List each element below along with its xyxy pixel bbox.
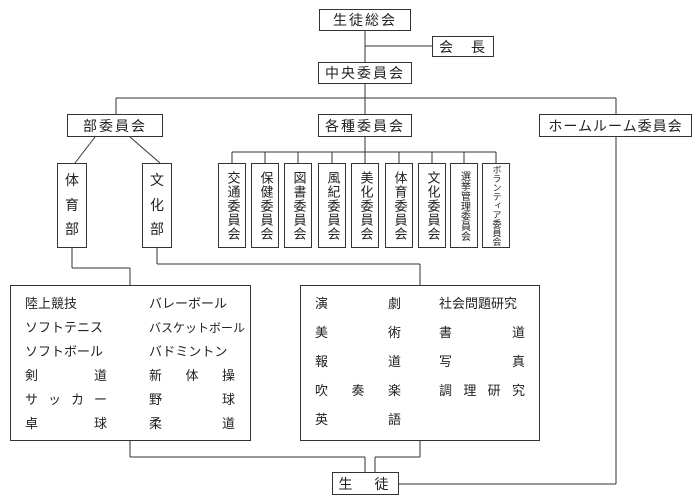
athletic-dept-char: 体 [65,173,79,190]
general-assembly-box: 生徒総会 [319,9,411,31]
cultural-club-char: 真 [511,355,525,370]
cultural-clubs-box: 演劇 美術 報道 吹奏楽 英語 社会問題研究 書道 写真 調理研究 [300,285,540,441]
committee-box-library: 図書委員会 [284,163,312,248]
committee-box-discipline: 風紀委員会 [318,163,346,248]
president-label: 会 長 [439,39,487,56]
cultural-club-char: 奏 [351,384,365,399]
cultural-club-char: 報 [315,355,329,370]
cultural-club-item: 書道 [439,327,525,340]
cultural-dept-char: 文 [150,173,164,190]
athletic-club-char: 卓 [25,417,39,432]
students-box: 生 徒 [332,472,399,495]
athletic-club-item: 新体操 [149,370,235,383]
cultural-club-char: 美 [315,326,329,341]
athletic-club-item: 卓球 [25,418,107,431]
cultural-club-char: 語 [387,413,401,428]
athletic-club-char: カ [70,393,84,408]
athletic-club-item: ソフトボール [25,345,104,360]
dept-committee-label: 部委員会 [83,118,147,135]
athletic-dept-char: 育 [65,197,79,214]
committee-box-health: 保健委員会 [251,163,279,248]
committee-label: 図書委員会 [290,170,306,241]
athletic-club-item: 剣道 [25,370,107,383]
general-assembly-label: 生徒総会 [333,13,397,29]
committee-box-pe: 体育委員会 [385,163,413,248]
committee-label: 文化委員会 [424,170,440,241]
cultural-club-char: 英 [315,413,329,428]
athletic-club-char: 操 [221,369,235,384]
athletic-club-item: バレーボール [149,297,228,312]
committee-label: 保健委員会 [257,170,273,241]
athletic-club-item: 柔道 [149,418,235,431]
committee-label: 体育委員会 [391,170,407,241]
cultural-club-item: 調理研究 [439,385,525,398]
athletic-club-item: バスケットボール [149,321,246,335]
cultural-club-item: 美術 [315,327,401,340]
athletic-club-char: サ [25,393,39,408]
cultural-club-char: 楽 [387,384,401,399]
committee-box-election: 選挙管理委員会 [450,163,478,248]
committee-label: 風紀委員会 [324,170,340,241]
cultural-club-item: 写真 [439,356,525,369]
committee-box-beautification: 美化委員会 [351,163,379,248]
athletic-club-char: ー [93,393,107,408]
committee-box-traffic: 交通委員会 [218,163,246,248]
cultural-club-item: 社会問題研究 [439,297,518,312]
athletic-club-item: ソフトテニス [25,321,104,336]
cultural-dept-box: 文 化 部 [142,163,172,248]
athletic-club-item: バドミントン [149,345,228,360]
athletic-club-item: サッカー [25,394,107,407]
cultural-club-char: 調 [439,384,453,399]
athletic-club-char: 体 [185,369,199,384]
athletic-club-char: 柔 [149,417,163,432]
cultural-dept-char: 化 [150,197,164,214]
central-committee-box: 中央委員会 [318,62,412,84]
cultural-club-char: 研 [487,384,501,399]
cultural-club-char: 理 [463,384,477,399]
athletic-clubs-box: 陸上競技 ソフトテニス ソフトボール 剣道 サッカー 卓球 バレーボール バスケ… [10,285,251,441]
cultural-club-char: 写 [439,355,453,370]
athletic-club-char: 球 [93,417,107,432]
athletic-club-char: 球 [221,393,235,408]
committee-label: ボランティア委員会 [490,165,501,246]
cultural-club-char: 術 [387,326,401,341]
various-committees-box: 各種委員会 [318,114,412,137]
athletic-dept-char: 部 [65,221,79,238]
athletic-club-char: ッ [47,393,61,408]
dept-committee-box: 部委員会 [67,114,163,137]
cultural-club-item: 吹奏楽 [315,385,401,398]
president-box: 会 長 [432,36,494,57]
cultural-club-char: 道 [387,355,401,370]
cultural-club-char: 演 [315,297,329,312]
cultural-club-item: 英語 [315,414,401,427]
athletic-club-char: 剣 [25,369,39,384]
cultural-dept-char: 部 [150,221,164,238]
committee-label: 交通委員会 [224,170,240,241]
various-committees-label: 各種委員会 [325,118,405,135]
cultural-club-item: 報道 [315,356,401,369]
committee-label: 選挙管理委員会 [458,170,470,241]
athletic-club-item: 野球 [149,394,235,407]
central-committee-label: 中央委員会 [325,66,405,82]
athletic-club-char: 野 [149,393,163,408]
athletic-club-char: 新 [149,369,163,384]
athletic-club-item: 陸上競技 [25,297,78,312]
athletic-club-char: 道 [93,369,107,384]
cultural-club-char: 書 [439,326,453,341]
cultural-club-char: 劇 [387,297,401,312]
cultural-club-char: 究 [511,384,525,399]
committee-box-volunteer: ボランティア委員会 [482,163,510,248]
students-label: 生 徒 [338,476,393,493]
committee-box-culture: 文化委員会 [418,163,446,248]
homeroom-committee-label: ホームルーム委員会 [548,118,683,135]
athletic-club-char: 道 [221,417,235,432]
homeroom-committee-box: ホームルーム委員会 [539,114,692,137]
cultural-club-item: 演劇 [315,298,401,311]
committee-label: 美化委員会 [357,170,373,241]
athletic-dept-box: 体 育 部 [57,163,87,248]
cultural-club-char: 吹 [315,384,329,399]
cultural-club-char: 道 [511,326,525,341]
